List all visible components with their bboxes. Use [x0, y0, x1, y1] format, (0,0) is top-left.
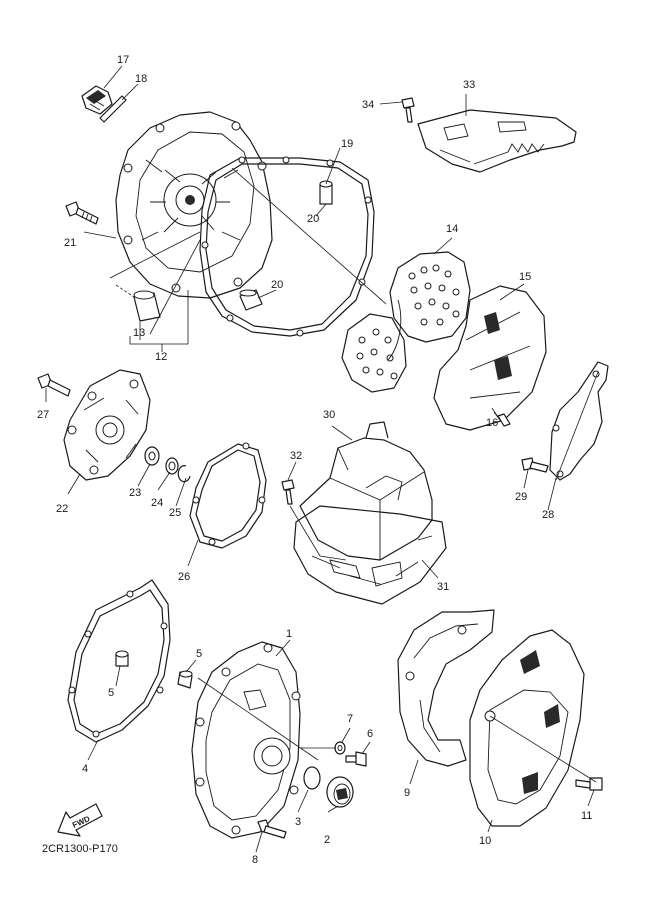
callout-4: 4 [82, 763, 88, 775]
bolt-27 [37, 373, 71, 397]
oil-pan-gasket-31 [293, 505, 447, 605]
callout-20a: 20 [307, 213, 319, 225]
leader-lines [45, 65, 599, 853]
washer-7 [334, 741, 346, 755]
callout-33: 33 [463, 79, 475, 91]
callout-15: 15 [519, 271, 531, 283]
callout-5b: 5 [108, 687, 114, 699]
callout-31: 31 [437, 581, 449, 593]
oil-pan-30 [299, 421, 433, 561]
bolt-29 [521, 457, 549, 473]
gasket-4 [67, 579, 171, 743]
chain-guide-9 [397, 609, 495, 767]
callout-3: 3 [295, 816, 301, 828]
baffle-plate-15 [433, 285, 547, 431]
bolt-32 [281, 479, 295, 505]
callout-7: 7 [347, 713, 353, 725]
callout-5a: 5 [196, 648, 202, 660]
callout-1: 1 [286, 628, 292, 640]
oil-seal-23 [144, 446, 160, 466]
callout-10: 10 [479, 835, 491, 847]
callout-23: 23 [129, 487, 141, 499]
collar-13 [115, 284, 161, 322]
gasket-26 [189, 442, 267, 549]
callout-26: 26 [178, 571, 190, 583]
dowel-pin-5b [177, 670, 193, 689]
callout-12: 12 [155, 351, 167, 363]
washer-24 [165, 457, 179, 475]
o-ring-3 [303, 766, 321, 790]
callout-17: 17 [117, 54, 129, 66]
callout-11: 11 [581, 810, 592, 822]
callout-30: 30 [323, 409, 335, 421]
callout-13: 13 [133, 327, 145, 339]
o-ring-18 [99, 95, 127, 123]
callout-14: 14 [446, 223, 458, 235]
forward-direction-arrow: FWD [57, 803, 103, 837]
callout-25: 25 [169, 507, 181, 519]
cover-plate-33 [417, 109, 577, 173]
callout-20b: 20 [271, 279, 283, 291]
callout-6: 6 [367, 728, 373, 740]
gasket-19 [199, 156, 375, 337]
callout-28: 28 [542, 509, 554, 521]
dowel-pin-5a [115, 650, 129, 667]
callout-27: 27 [37, 409, 49, 421]
callout-2: 2 [324, 834, 330, 846]
bolt-21 [65, 201, 99, 225]
clutch-plate-14 [341, 251, 471, 393]
callout-21: 21 [64, 237, 76, 249]
circlip-25 [177, 465, 191, 483]
callout-9: 9 [404, 787, 410, 799]
callout-labels: 17 18 19 20 20 21 13 12 14 15 16 33 34 2… [37, 54, 592, 866]
callout-16: 16 [486, 417, 498, 429]
bolt-34 [401, 97, 415, 123]
callout-8: 8 [252, 854, 258, 866]
bolt-6 [345, 751, 367, 767]
dowel-pin-20b [239, 289, 263, 311]
bolt-11 [575, 777, 603, 791]
plug-2 [326, 776, 354, 808]
dowel-pin-20a [319, 180, 333, 205]
diagram-code: 2CR1300-P170 [42, 843, 118, 855]
bolt-8 [257, 819, 287, 839]
callout-32: 32 [290, 450, 302, 462]
callout-34: 34 [362, 99, 374, 111]
generator-cover-1 [191, 641, 301, 839]
callout-18: 18 [135, 73, 147, 85]
callout-22: 22 [56, 503, 68, 515]
callout-24: 24 [151, 497, 163, 509]
sprocket-cover-10 [469, 629, 585, 827]
oil-filler-cap [81, 85, 113, 115]
callout-19: 19 [341, 138, 353, 150]
water-pump-cover-22 [63, 369, 151, 481]
callout-29: 29 [515, 491, 527, 503]
crankcase-cover-12 [115, 111, 273, 299]
